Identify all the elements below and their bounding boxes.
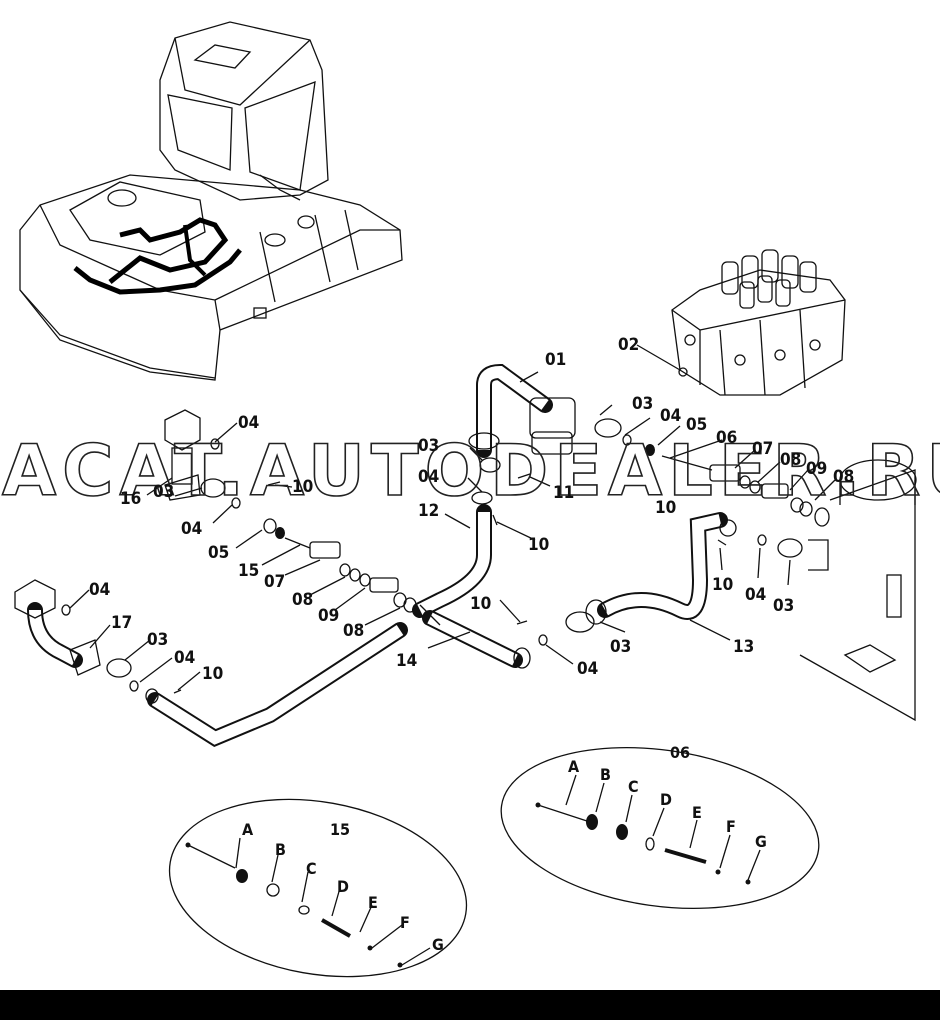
callout-14: 14 (396, 651, 417, 671)
callout-12: 12 (418, 501, 439, 521)
callout-10: 10 (528, 535, 549, 555)
callout-04: 04 (660, 406, 681, 426)
pipe-12-14 (412, 504, 531, 669)
watermark: ACAT.AUTODEALER.RU (2, 430, 940, 512)
callout-03: 03 (610, 637, 631, 657)
callout-03: 03 (418, 436, 439, 456)
control-valve-illustration (671, 249, 846, 396)
detail-06-label-b: B (600, 765, 611, 784)
callout-07: 07 (264, 572, 285, 592)
bottom-black-bar (0, 990, 940, 1020)
detail-15-breakdown: 15 A B C D E F G (168, 798, 468, 978)
callout-01: 01 (545, 350, 566, 370)
callout-09: 09 (806, 459, 827, 479)
detail-15-label-a: A (242, 820, 254, 839)
callout-04: 04 (89, 580, 110, 600)
leader-lines (69, 344, 836, 691)
detail-06-title: 06 (670, 743, 690, 762)
callout-10: 10 (655, 498, 676, 518)
callout-08: 08 (343, 621, 364, 641)
detail-15-label-f: F (400, 913, 410, 932)
pipe-17 (14, 579, 101, 676)
callout-05: 05 (208, 543, 229, 563)
detail-15-label-g: G (432, 935, 444, 954)
callout-03: 03 (773, 596, 794, 616)
callout-04: 04 (745, 585, 766, 605)
callout-09: 09 (318, 606, 339, 626)
callout-10: 10 (202, 664, 223, 684)
callout-04: 04 (174, 648, 195, 668)
callout-02: 02 (618, 335, 639, 355)
detail-06-label-f: F (726, 817, 736, 836)
callout-10: 10 (712, 575, 733, 595)
hydraulic-tank-illustration (799, 459, 917, 722)
callout-17: 17 (111, 613, 132, 633)
detail-06-label-d: D (660, 790, 672, 809)
fittings (61, 367, 830, 704)
detail-06-label-a: A (568, 757, 580, 776)
callout-04: 04 (181, 519, 202, 539)
hose-main (147, 622, 408, 747)
callout-labels: 01 02 03 04 05 06 07 08 09 08 03 04 11 1… (89, 335, 854, 684)
callout-10: 10 (470, 594, 491, 614)
excavator-illustration (19, 21, 403, 381)
detail-06-label-g: G (755, 832, 767, 851)
detail-15-label-d: D (337, 877, 349, 896)
callout-03: 03 (632, 394, 653, 414)
callout-13: 13 (733, 637, 754, 657)
callout-10: 10 (292, 477, 313, 497)
callout-03: 03 (153, 482, 174, 502)
detail-15-label-c: C (306, 859, 317, 878)
callout-15: 15 (238, 561, 259, 581)
block-16 (164, 409, 201, 501)
spool-caps (721, 249, 817, 309)
callout-03: 03 (147, 630, 168, 650)
detail-15-title: 15 (330, 820, 350, 839)
detail-15-label-b: B (275, 840, 286, 859)
detail-15-label-e: E (368, 893, 378, 912)
callout-08: 08 (833, 467, 854, 487)
callout-06: 06 (716, 428, 737, 448)
detail-06-breakdown: 06 A B C D E F G (500, 743, 820, 910)
callout-04: 04 (238, 413, 259, 433)
pipe-13 (597, 512, 728, 620)
detail-06-label-e: E (692, 803, 702, 822)
callout-08: 08 (780, 450, 801, 470)
callout-05: 05 (686, 415, 707, 435)
callout-04: 04 (577, 659, 598, 679)
callout-08: 08 (292, 590, 313, 610)
callout-16: 16 (120, 489, 141, 509)
callout-11: 11 (553, 483, 574, 503)
callout-04: 04 (418, 467, 439, 487)
detail-06-label-c: C (628, 777, 639, 796)
callout-07: 07 (752, 439, 773, 459)
pipe-01 (468, 363, 576, 458)
